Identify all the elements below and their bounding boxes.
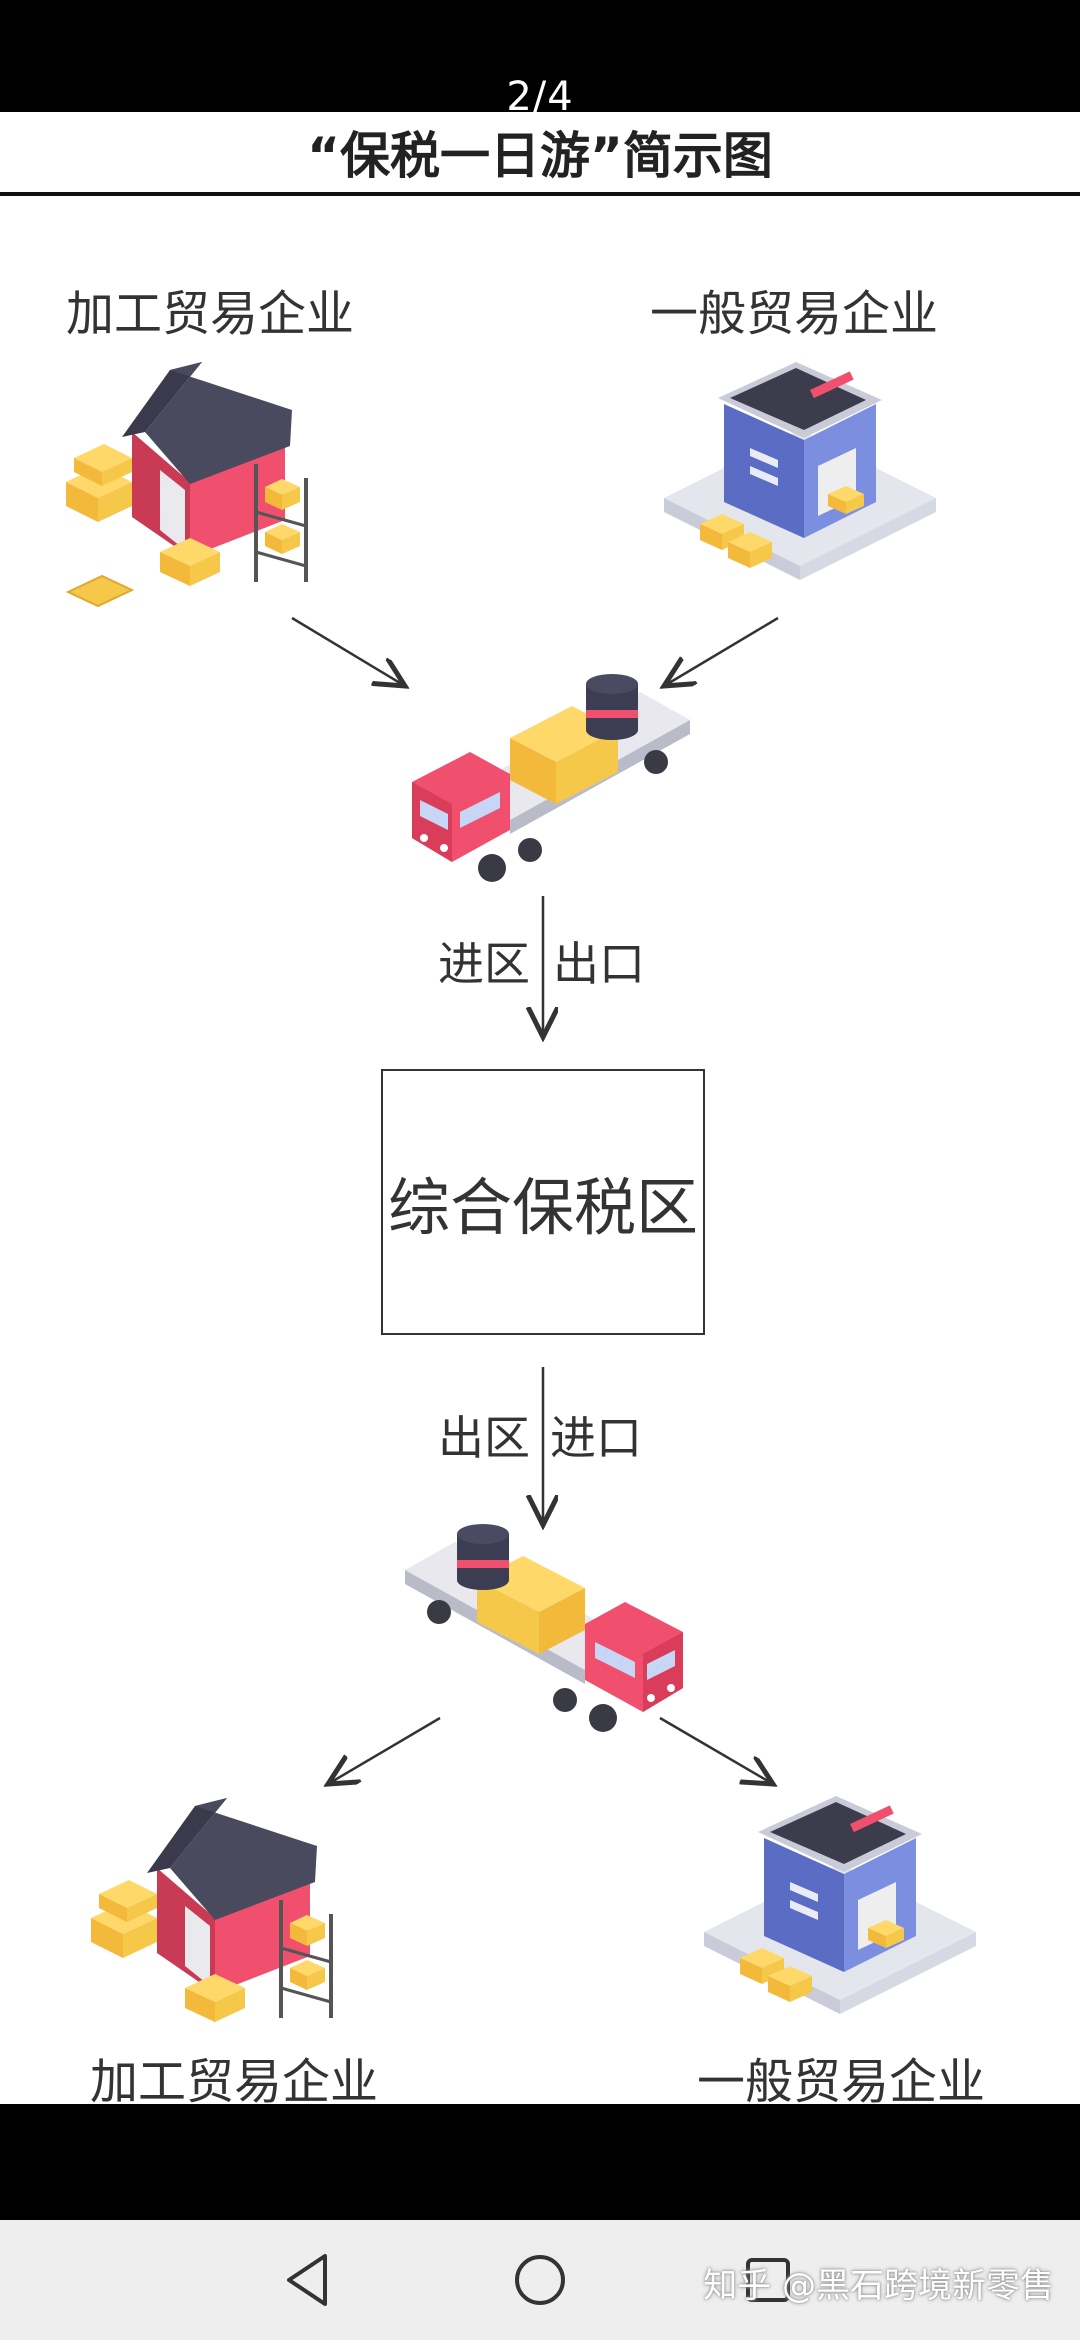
truck-icon	[412, 674, 690, 882]
home-button[interactable]	[502, 2242, 578, 2318]
warehouse-icon	[91, 1798, 333, 2022]
arrow-line	[291, 616, 405, 686]
arrow-line	[659, 1716, 773, 1784]
top-left-label: 加工贸易企业	[66, 286, 355, 342]
recent-apps-icon	[746, 2258, 790, 2302]
arrow-line	[328, 1716, 441, 1784]
diagram-title: “保税一日游”简示图	[0, 112, 1080, 196]
page-counter: 2/4	[506, 74, 574, 120]
flow-in-left-label: 进区	[438, 937, 530, 991]
bottom-right-label: 一般贸易企业	[697, 2054, 986, 2104]
arrow-line	[664, 616, 779, 686]
building-icon	[704, 1796, 976, 2014]
recent-apps-button[interactable]	[730, 2242, 806, 2318]
home-icon	[515, 2255, 565, 2305]
flow-out-right-label: 进口	[550, 1411, 642, 1465]
bottom-left-label: 加工贸易企业	[90, 2054, 379, 2104]
flow-in-right-label: 出口	[553, 937, 645, 991]
watermark-text: 知乎 @黑石跨境新零售	[703, 2266, 1054, 2306]
image-viewer[interactable]: 2/4 “保税一日游”简示图 加工贸易企业 一般贸易企业	[0, 0, 1080, 2220]
truck-icon	[405, 1524, 683, 1732]
flow-arrows	[291, 616, 779, 2104]
diagram-image: “保税一日游”简示图 加工贸易企业 一般贸易企业	[0, 112, 1080, 2104]
building-icon	[664, 362, 936, 580]
back-icon	[287, 2254, 327, 2306]
back-button[interactable]	[270, 2242, 346, 2318]
system-nav-bar: 知乎 @黑石跨境新零售	[0, 2220, 1080, 2340]
warehouse-icon	[65, 362, 308, 608]
flow-out-left-label: 出区	[438, 1411, 530, 1465]
top-right-label: 一般贸易企业	[650, 286, 939, 342]
bonded-zone-box: 综合保税区	[381, 1069, 705, 1335]
